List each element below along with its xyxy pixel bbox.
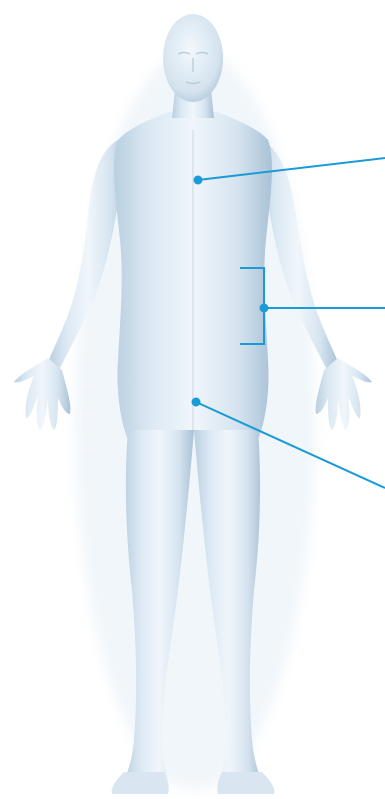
left-foot [112, 772, 169, 794]
left-hand [14, 358, 70, 430]
groin-marker-dot [192, 398, 201, 407]
chest-marker-dot [194, 176, 203, 185]
flank-marker-dot [260, 304, 269, 313]
right-foot [217, 772, 274, 794]
right-hand [316, 358, 372, 430]
